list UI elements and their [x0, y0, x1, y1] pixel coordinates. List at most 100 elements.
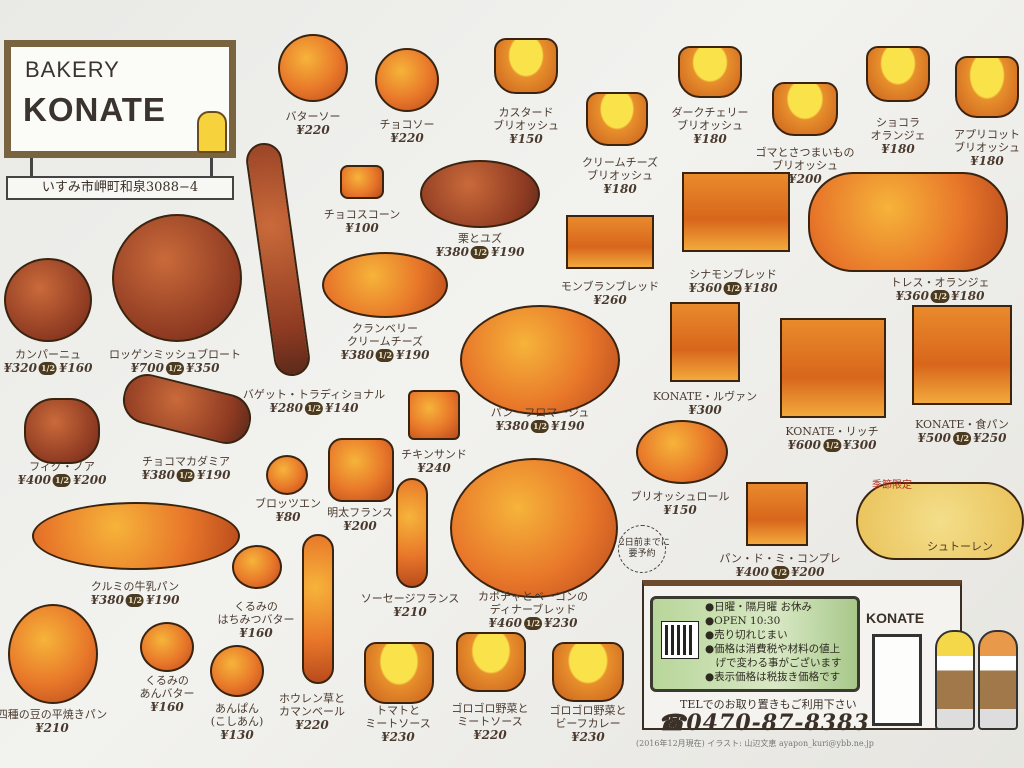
menu-item: モンブランブレッド¥260 — [561, 280, 659, 307]
full-price: ¥380 — [90, 593, 124, 607]
bread-illustration — [232, 545, 282, 589]
full-price: ¥180 — [970, 154, 1004, 168]
seasonal-label: 季節限定 — [872, 480, 912, 491]
item-name: トマトと ミートソース — [365, 704, 431, 730]
item-name: チョコスコーン — [323, 208, 401, 221]
bread-illustration — [552, 642, 624, 702]
menu-item: くるみの あんバター¥160 — [140, 674, 195, 714]
item-price: ¥220 — [380, 132, 435, 145]
menu-item: ブロッツエン¥80 — [255, 497, 321, 524]
half-price: ¥190 — [551, 419, 585, 433]
item-price: ¥240 — [401, 462, 467, 475]
full-price: ¥260 — [593, 293, 627, 307]
bakery-sign: BAKERY KONATE — [4, 40, 236, 158]
info-line: ●日曜・隔月曜 お休み — [705, 601, 812, 613]
menu-item: あんぱん (こしあん)¥130 — [211, 702, 264, 742]
full-price: ¥220 — [296, 123, 330, 137]
half-size-badge: 1/2 — [304, 402, 324, 415]
bread-illustration — [566, 215, 654, 269]
info-line: ●価格は消費税や材料の値上 げで変わる事がございます — [705, 643, 842, 669]
item-price: ¥210 — [0, 722, 107, 735]
bread-illustration — [866, 46, 930, 102]
bread-illustration — [375, 48, 439, 112]
half-size-badge: 1/2 — [470, 246, 490, 259]
item-name: KONATE・リッチ — [785, 425, 879, 438]
bread-illustration — [682, 172, 790, 252]
qr-code[interactable] — [661, 621, 699, 659]
bread-illustration — [494, 38, 558, 94]
item-name: ゴロゴロ野菜と ミートソース — [451, 702, 529, 728]
item-name: フィグ・ノア — [29, 460, 95, 473]
bread-illustration — [266, 455, 308, 495]
full-price: ¥150 — [663, 503, 697, 517]
half-price: ¥190 — [491, 245, 525, 259]
menu-item: ソーセージフランス¥210 — [361, 592, 460, 619]
bread-illustration — [460, 305, 620, 415]
menu-item: トマトと ミートソース¥230 — [365, 704, 430, 744]
bread-illustration — [772, 82, 838, 136]
baker-woman-figure — [935, 630, 975, 730]
item-name: チョコソー — [379, 118, 435, 131]
half-price: ¥200 — [791, 565, 825, 579]
reservation-note: 2日前までに 要予約 — [618, 525, 670, 573]
item-name: クルミの牛乳パン — [90, 580, 180, 593]
half-size-badge: 1/2 — [930, 290, 950, 303]
full-price: ¥180 — [603, 182, 637, 196]
half-price: ¥180 — [744, 281, 778, 295]
full-price: ¥180 — [693, 132, 727, 146]
full-price: ¥380 — [340, 348, 374, 362]
menu-item: シュトーレン — [927, 540, 993, 553]
half-size-badge: 1/2 — [375, 349, 395, 362]
bread-illustration — [302, 534, 334, 684]
full-price: ¥150 — [509, 132, 543, 146]
menu-item: チョコソー¥220 — [380, 118, 435, 145]
full-price: ¥240 — [417, 461, 451, 475]
bread-illustration — [396, 478, 428, 588]
phone-number[interactable]: ☎0470-87-8383 — [658, 710, 870, 736]
bread-illustration — [780, 318, 886, 418]
item-name: シュトーレン — [927, 540, 993, 553]
item-price: ¥100 — [324, 222, 400, 235]
full-price: ¥280 — [269, 401, 303, 415]
menu-item: 四種の豆の平焼きパン¥210 — [0, 708, 107, 735]
bread-illustration — [112, 214, 242, 342]
item-name: カボチャとベーコンの ディナーブレッド — [478, 590, 588, 616]
item-price: ¥180 — [672, 133, 749, 146]
bread-illustration — [456, 632, 526, 692]
menu-item: ショコラ オランジェ¥180 — [871, 116, 926, 156]
item-name: ダークチェリー ブリオッシュ — [671, 106, 749, 132]
full-price: ¥400 — [17, 473, 51, 487]
menu-item: バターソー¥220 — [286, 110, 341, 137]
item-price: ¥260 — [561, 294, 659, 307]
item-name: モンブランブレッド — [560, 280, 660, 293]
item-name: ホウレン草と カマンベール — [279, 692, 345, 718]
half-price: ¥200 — [73, 473, 107, 487]
item-name: チョコマカダミア — [142, 455, 230, 468]
item-name: シナモンブレッド — [689, 268, 777, 281]
item-price: ¥180 — [954, 155, 1020, 168]
menu-item: ゴマとさつまいもの ブリオッシュ¥200 — [756, 146, 855, 186]
full-price: ¥360 — [895, 289, 929, 303]
full-price: ¥130 — [220, 728, 254, 742]
half-price: ¥190 — [146, 593, 180, 607]
item-price: ¥200 — [327, 520, 393, 533]
toast-icon — [197, 111, 227, 153]
half-price: ¥140 — [325, 401, 359, 415]
full-price: ¥400 — [735, 565, 769, 579]
item-name: あんぱん (こしあん) — [210, 702, 264, 728]
